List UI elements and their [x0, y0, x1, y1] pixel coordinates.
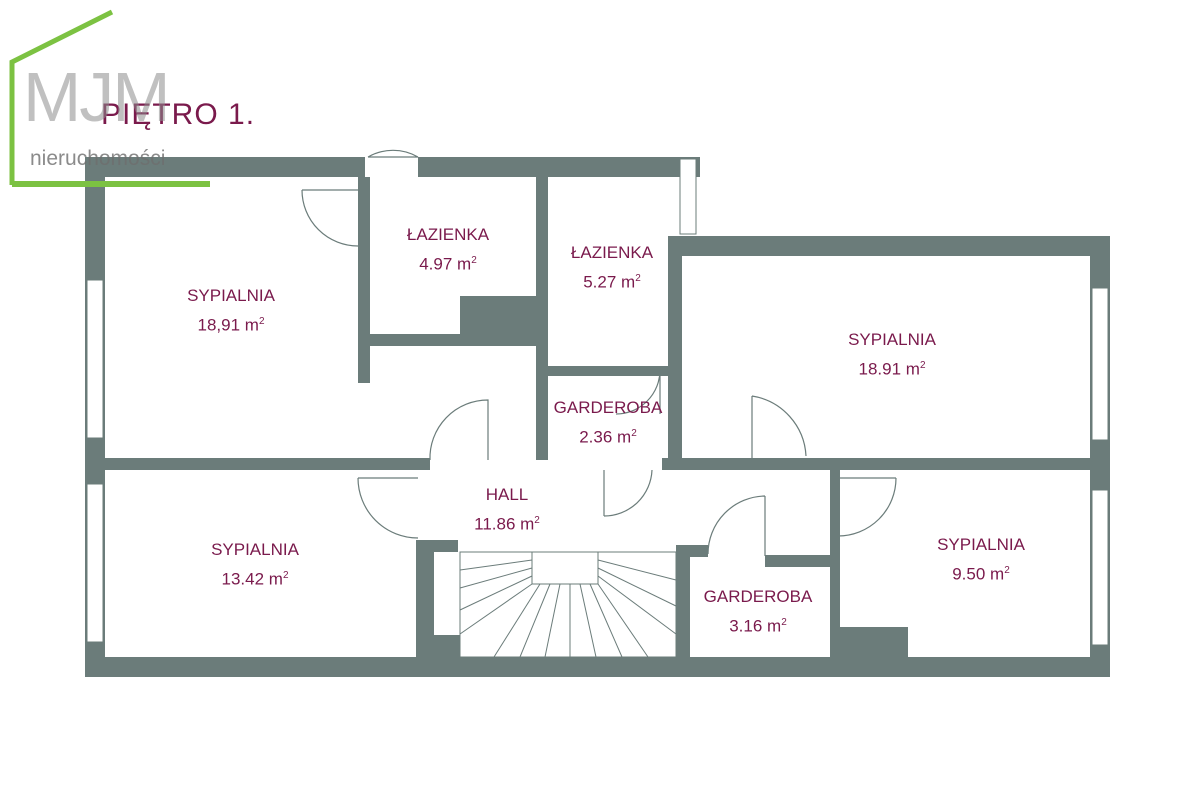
room-label-hall: HALL 11.86 m2: [474, 482, 540, 538]
window: [86, 483, 104, 643]
wall: [830, 470, 840, 677]
door-swing: [615, 369, 661, 415]
wall: [838, 627, 908, 677]
window-pier: [1090, 442, 1110, 486]
window: [1091, 489, 1109, 646]
window: [86, 279, 104, 439]
step: [597, 559, 677, 581]
door-swing: [301, 189, 359, 247]
room-label-bedroom-1: SYPIALNIA 18,91 m2: [187, 283, 275, 339]
room-area: 2.36 m2: [579, 427, 637, 447]
door-swing: [603, 469, 653, 517]
window-pier: [1090, 648, 1110, 677]
wall: [548, 366, 678, 376]
room-name: ŁAZIENKA: [406, 225, 490, 244]
wall: [85, 657, 1110, 677]
room-area: 18,91 m2: [197, 315, 265, 335]
step: [459, 583, 533, 635]
step: [459, 567, 533, 589]
room-name: SYPIALNIA: [848, 330, 936, 349]
window: [1091, 287, 1109, 441]
room-area: 4.97 m2: [419, 254, 477, 274]
wall: [676, 545, 708, 557]
step: [597, 583, 649, 658]
room-name: ŁAZIENKA: [570, 243, 654, 262]
room-label-bedroom-3: SYPIALNIA 13.42 m2: [211, 537, 299, 593]
room-label-bathroom-1: ŁAZIENKA 4.97 m2: [407, 222, 489, 278]
wall: [85, 157, 365, 177]
door-swing: [837, 477, 897, 537]
window-pier: [85, 645, 105, 677]
doors: [301, 149, 897, 556]
room-area: 13.42 m2: [221, 569, 289, 589]
window-pier: [1090, 236, 1110, 284]
shaft: [460, 296, 540, 342]
step: [589, 583, 623, 658]
room-area: 9.50 m2: [952, 564, 1010, 584]
room-name: SYPIALNIA: [187, 286, 275, 305]
room-label-bedroom-2: SYPIALNIA 18.91 m2: [848, 327, 936, 383]
room-name: HALL: [485, 485, 529, 504]
room-area: 3.16 m2: [729, 616, 787, 636]
room-label-wardrobe-2: GARDEROBA 3.16 m2: [704, 584, 813, 640]
door-swing: [357, 477, 419, 539]
wall: [765, 555, 840, 567]
window-pier: [85, 440, 105, 480]
door-swing: [367, 149, 419, 158]
wall: [105, 458, 430, 470]
wall: [668, 236, 682, 466]
room-name: SYPIALNIA: [211, 540, 299, 559]
step: [597, 567, 677, 607]
wall: [678, 236, 1110, 256]
room-label-wardrobe-1: GARDEROBA 2.36 m2: [554, 395, 663, 451]
step: [519, 583, 551, 658]
door-swing: [429, 399, 489, 461]
step: [579, 583, 597, 658]
floor-title: PIĘTRO 1.: [101, 98, 256, 131]
room-name: GARDEROBA: [553, 398, 663, 417]
room-label-bathroom-2: ŁAZIENKA 5.27 m2: [571, 240, 653, 296]
room-name: GARDEROBA: [703, 587, 813, 606]
wall: [662, 458, 1090, 470]
step: [544, 583, 561, 658]
room-name: SYPIALNIA: [937, 535, 1025, 554]
step: [459, 575, 533, 611]
room-label-bedroom-4: SYPIALNIA 9.50 m2: [937, 532, 1025, 588]
step: [597, 575, 677, 635]
door-swing: [751, 395, 807, 460]
step: [493, 583, 541, 658]
room-area: 5.27 m2: [583, 272, 641, 292]
wall: [416, 635, 460, 677]
window-pier: [85, 236, 105, 276]
staircase: [459, 551, 677, 658]
wall: [358, 177, 370, 383]
door-swing: [707, 495, 766, 556]
step: [459, 559, 533, 571]
stair-well: [531, 552, 599, 585]
stair-outline: [459, 551, 677, 658]
window: [679, 158, 697, 235]
wall: [418, 157, 700, 177]
wall: [676, 545, 690, 677]
room-area: 11.86 m2: [474, 514, 540, 534]
wall: [536, 177, 548, 460]
room-area: 18.91 m2: [858, 359, 926, 379]
